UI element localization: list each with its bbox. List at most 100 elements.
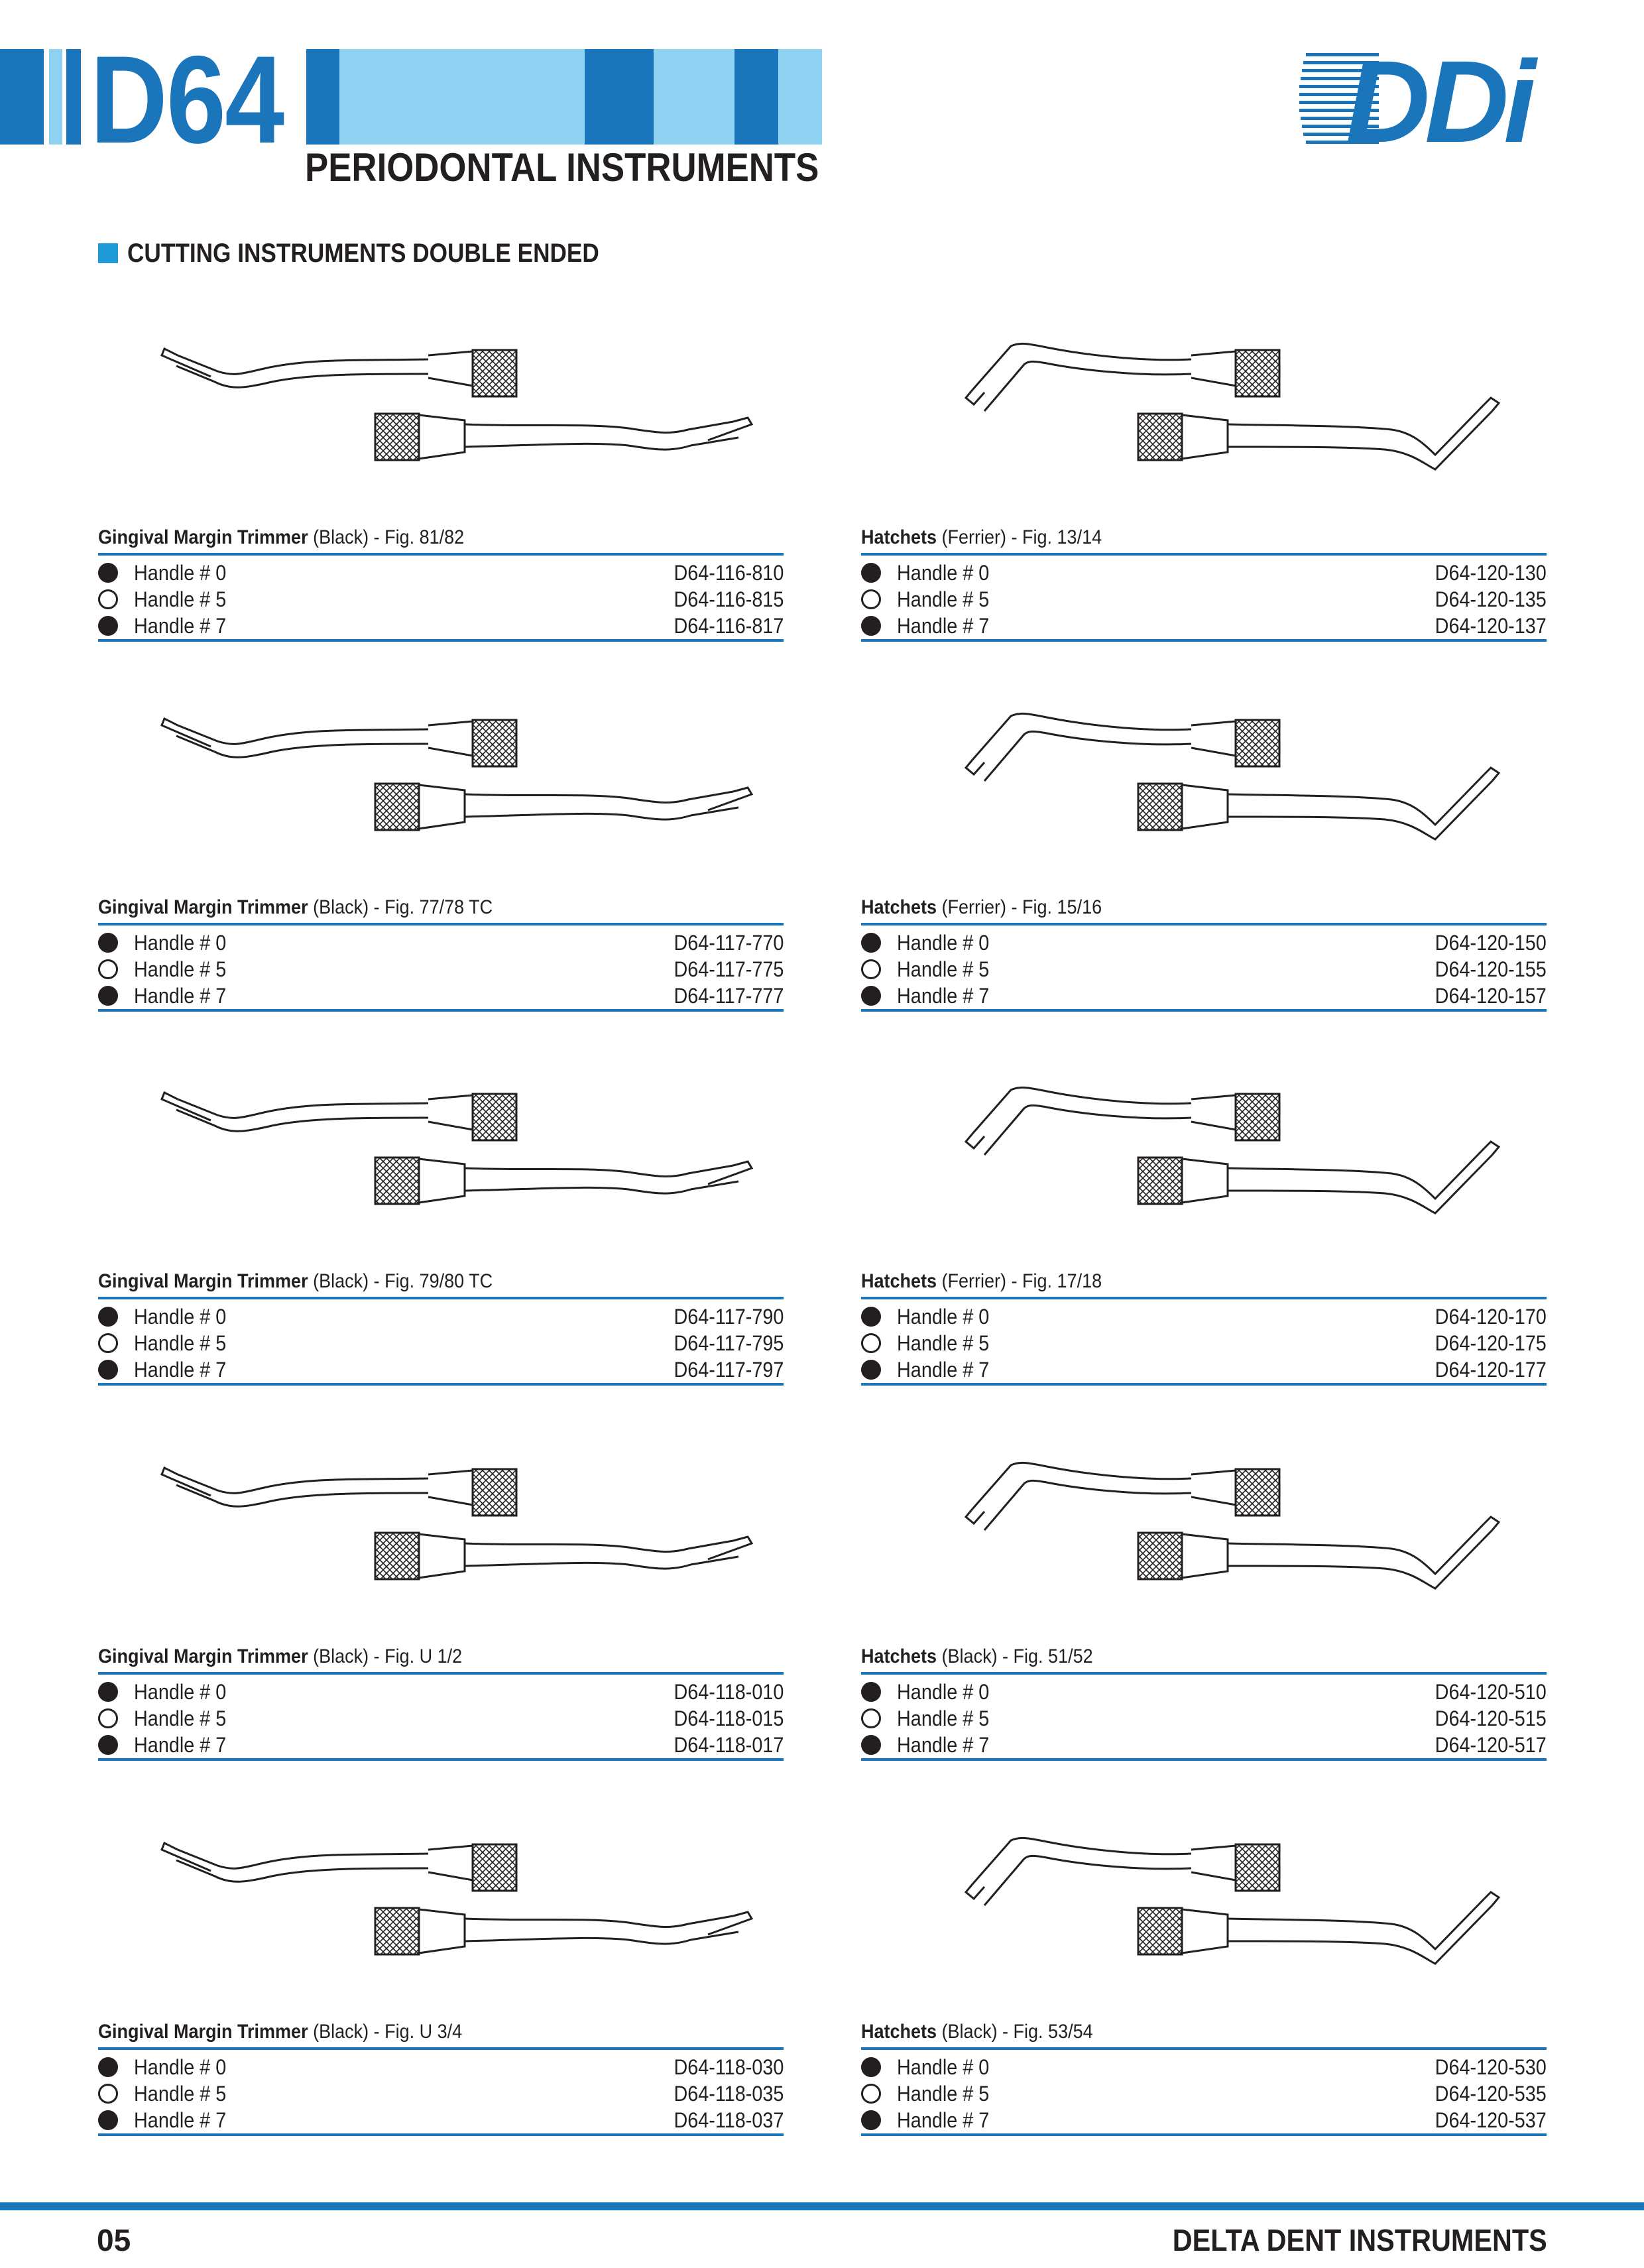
page-subtitle: PERIODONTAL INSTRUMENTS: [305, 145, 819, 190]
product-name: Hatchets: [861, 1270, 937, 1292]
company-name: DELTA DENT INSTRUMENTS: [1172, 2223, 1547, 2257]
product-title: Hatchets (Ferrier) - Fig. 13/14: [861, 526, 1102, 549]
divider: [861, 639, 1547, 642]
product-detail: (Black) - Fig. 79/80 TC: [308, 1270, 493, 1292]
filled-circle-icon: [861, 2057, 881, 2077]
product-title: Gingival Margin Trimmer (Black) - Fig. 7…: [98, 896, 493, 919]
instrument-illustration: [160, 1841, 754, 1956]
open-circle-icon: [861, 2084, 881, 2104]
handle-label: Handle # 7: [134, 1733, 227, 1757]
band-stripe: [445, 49, 585, 145]
filled-circle-icon: [98, 2110, 118, 2130]
filled-circle-icon: [861, 616, 881, 636]
filled-circle-icon: [861, 1307, 881, 1327]
handle-label: Handle # 0: [134, 561, 227, 585]
handle-label: Handle # 0: [134, 931, 227, 955]
product-detail: (Black) - Fig. 51/52: [937, 1645, 1093, 1667]
product-name: Hatchets: [861, 1645, 937, 1667]
filled-circle-icon: [861, 933, 881, 953]
product-code: D64-120-177: [1435, 1358, 1547, 1382]
product-code: D64-120-515: [1435, 1706, 1547, 1730]
open-circle-icon: [861, 1333, 881, 1353]
product-detail: (Black) - Fig. U 3/4: [308, 2021, 463, 2043]
divider: [98, 1758, 784, 1761]
instrument-illustration: [160, 1091, 754, 1205]
product-code: D64-120-130: [1435, 561, 1547, 585]
filled-circle-icon: [98, 933, 118, 953]
band-stripe: [66, 49, 81, 145]
product-code: D64-120-175: [1435, 1331, 1547, 1355]
filled-circle-icon: [98, 1682, 118, 1702]
filled-circle-icon: [98, 616, 118, 636]
open-circle-icon: [98, 959, 118, 979]
ddi-logo: DDi: [1299, 48, 1543, 147]
instrument-illustration: [160, 347, 754, 461]
divider: [861, 923, 1547, 925]
product-name: Gingival Margin Trimmer: [98, 1645, 308, 1667]
product-code: D64-118-017: [674, 1733, 784, 1757]
divider: [98, 1297, 784, 1299]
handle-label: Handle # 7: [897, 2108, 990, 2132]
product-detail: (Black) - Fig. 81/82: [308, 526, 465, 548]
product-title: Hatchets (Ferrier) - Fig. 15/16: [861, 896, 1102, 919]
product-code: D64-116-817: [674, 614, 784, 638]
filled-circle-icon: [861, 1735, 881, 1755]
open-circle-icon: [861, 589, 881, 609]
product-name: Gingival Margin Trimmer: [98, 896, 308, 918]
product-title: Gingival Margin Trimmer (Black) - Fig. U…: [98, 2021, 462, 2043]
divider: [98, 1672, 784, 1675]
variant-row: Handle # 0 D64-117-770: [98, 929, 784, 956]
section-heading-text: CUTTING INSTRUMENTS DOUBLE ENDED: [127, 238, 599, 268]
product-code: D64-120-517: [1435, 1733, 1547, 1757]
handle-label: Handle # 0: [897, 1305, 990, 1329]
product-code: D64-117-770: [674, 931, 784, 955]
product-detail: (Black) - Fig. 53/54: [937, 2021, 1093, 2043]
divider: [98, 553, 784, 556]
handle-label: Handle # 7: [134, 1358, 227, 1382]
handle-label: Handle # 0: [897, 931, 990, 955]
band-stripe: [49, 49, 62, 145]
product-detail: (Ferrier) - Fig. 17/18: [937, 1270, 1102, 1292]
footer-rule: [0, 2202, 1644, 2210]
product-name: Hatchets: [861, 896, 937, 918]
band-stripe: [734, 49, 778, 145]
handle-label: Handle # 0: [134, 2055, 227, 2079]
open-circle-icon: [98, 2084, 118, 2104]
filled-circle-icon: [861, 2110, 881, 2130]
product-title: Gingival Margin Trimmer (Black) - Fig. 7…: [98, 1270, 493, 1293]
product-code: D64-117-777: [674, 984, 784, 1008]
filled-circle-icon: [98, 986, 118, 1006]
handle-label: Handle # 5: [134, 1706, 227, 1730]
variant-row: Handle # 5 D64-120-175: [861, 1330, 1547, 1356]
page-number: 05: [97, 2223, 131, 2257]
divider: [98, 1009, 784, 1012]
handle-label: Handle # 5: [897, 1331, 990, 1355]
product-name: Hatchets: [861, 526, 937, 548]
handle-label: Handle # 5: [897, 957, 990, 981]
handle-label: Handle # 0: [134, 1305, 227, 1329]
product-detail: (Black) - Fig. U 1/2: [308, 1645, 463, 1667]
product-code: D64-116-815: [674, 587, 784, 611]
filled-circle-icon: [98, 1307, 118, 1327]
handle-label: Handle # 0: [897, 561, 990, 585]
filled-circle-icon: [98, 563, 118, 583]
logo-text: DDi: [1346, 48, 1538, 147]
handle-label: Handle # 5: [134, 1331, 227, 1355]
product-title: Gingival Margin Trimmer (Black) - Fig. U…: [98, 1645, 462, 1668]
product-code: D64-117-775: [674, 957, 784, 981]
band-stripe: [339, 49, 445, 145]
product-code: D64-120-137: [1435, 614, 1547, 638]
handle-label: Handle # 5: [134, 587, 227, 611]
